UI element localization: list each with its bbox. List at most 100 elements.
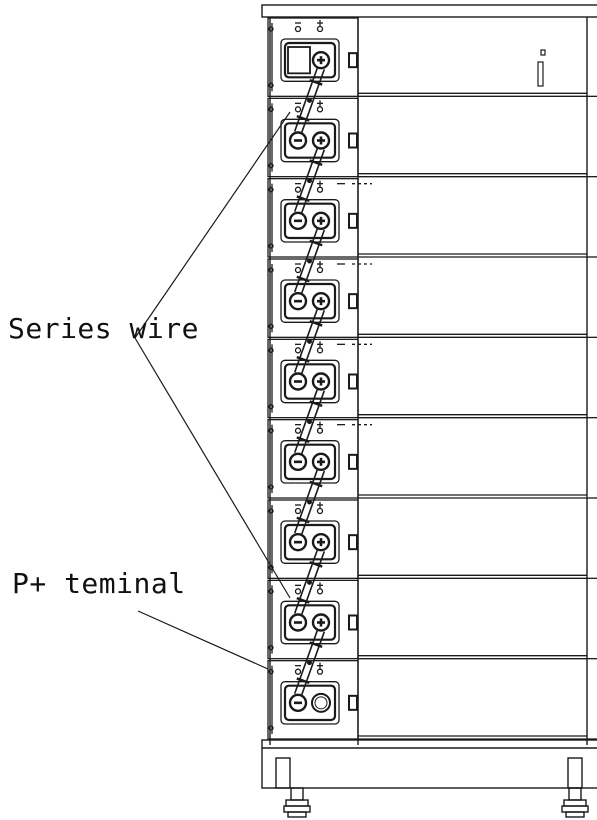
latch xyxy=(348,694,358,711)
terminal-indicator xyxy=(294,588,302,595)
series-wire-cable xyxy=(293,227,326,295)
leveling-foot-right xyxy=(561,787,589,818)
battery-module xyxy=(267,499,597,579)
series-wire-cable xyxy=(293,147,326,215)
terminal-indicator xyxy=(316,668,324,675)
mounting-screw xyxy=(268,26,274,32)
cable-edge xyxy=(300,390,326,456)
series-wire-cable xyxy=(293,66,326,134)
positive-terminal xyxy=(311,131,331,150)
latch xyxy=(348,453,358,470)
terminal-housing-inner xyxy=(283,523,337,561)
series-wire-cable xyxy=(293,548,326,616)
bms-display xyxy=(287,46,311,75)
positive-terminal xyxy=(311,211,331,231)
mounting-screw xyxy=(268,484,274,490)
terminal-housing-inner xyxy=(283,363,337,400)
negative-terminal xyxy=(288,372,308,391)
cable-edge xyxy=(293,66,319,132)
terminal-housing-inner xyxy=(283,282,337,320)
cable-midpoint xyxy=(307,660,312,666)
p-plus-terminal-inner xyxy=(314,696,328,710)
mounting-screw xyxy=(268,645,274,651)
cable-edge xyxy=(293,468,319,534)
cable-midpoint xyxy=(307,338,312,344)
cable-midpoint xyxy=(307,97,312,103)
negative-terminal xyxy=(288,291,308,311)
mounting-screw xyxy=(268,163,274,169)
battery-module xyxy=(267,338,597,419)
terminal-housing-inner xyxy=(283,443,337,481)
leader-p-plus xyxy=(137,610,269,670)
p-plus-terminal-label: P+ teminal xyxy=(12,567,186,600)
cable-edge xyxy=(300,149,326,215)
positive-terminal xyxy=(311,291,331,311)
terminal-indicator xyxy=(294,25,302,33)
negative-terminal xyxy=(288,532,308,552)
terminal-indicator xyxy=(294,427,302,434)
battery-module xyxy=(267,579,597,660)
mounting-screw xyxy=(268,323,274,329)
cable-sleeve xyxy=(296,114,310,122)
battery-module xyxy=(267,660,597,740)
terminal-indicator xyxy=(316,266,324,274)
cable-sleeve xyxy=(296,516,310,524)
terminal-housing xyxy=(280,681,340,725)
terminal-indicator xyxy=(316,347,324,354)
terminal-indicator xyxy=(316,507,324,515)
cable-sleeve xyxy=(296,195,310,203)
mounting-screw xyxy=(268,82,274,88)
cable-edge xyxy=(300,551,326,616)
series-wire-cable xyxy=(293,388,326,456)
latch xyxy=(348,534,358,551)
negative-terminal xyxy=(288,452,308,472)
mounting-screw xyxy=(268,347,274,353)
cable-sleeve xyxy=(309,480,323,488)
cable-edge xyxy=(293,147,319,212)
cable-edge xyxy=(293,548,319,614)
cable-edge xyxy=(300,631,326,697)
callout-leader-lines xyxy=(134,111,291,670)
positive-terminal xyxy=(311,452,331,472)
cable-sleeve xyxy=(309,159,323,167)
cable-sleeve xyxy=(309,400,323,408)
series-wire-label: Series wire xyxy=(8,312,199,345)
latch xyxy=(348,52,358,69)
rack-base xyxy=(261,739,597,789)
mounting-screw xyxy=(268,187,274,193)
positive-terminal xyxy=(311,372,331,391)
terminal-housing-inner xyxy=(283,41,337,79)
positive-terminal xyxy=(311,532,331,552)
terminal-indicator xyxy=(316,186,324,193)
cable-edge xyxy=(300,69,326,134)
terminal-housing-inner xyxy=(283,122,337,159)
mounting-screw xyxy=(268,428,274,434)
mounting-screw xyxy=(268,404,274,410)
latch xyxy=(348,132,358,149)
rack-frame xyxy=(261,4,597,745)
cable-sleeve xyxy=(309,78,323,86)
terminal-indicator xyxy=(316,106,324,113)
p-plus-terminal-socket xyxy=(311,692,331,713)
negative-terminal xyxy=(288,693,308,713)
battery-modules xyxy=(267,17,597,740)
mounting-screw xyxy=(268,508,274,514)
leader-series-bottom xyxy=(134,337,291,599)
cable-sleeve xyxy=(296,677,310,685)
terminal-indicator xyxy=(294,186,302,193)
latch xyxy=(348,293,358,310)
terminal-indicator xyxy=(294,668,302,675)
terminal-housing-inner xyxy=(283,202,337,240)
cable-sleeve xyxy=(296,596,310,604)
positive-terminal xyxy=(311,613,331,632)
leveling-feet xyxy=(283,787,589,818)
terminal-indicator xyxy=(316,25,324,33)
cable-edge xyxy=(300,229,326,295)
cable-sleeve xyxy=(296,275,310,283)
positive-terminal xyxy=(311,50,331,70)
battery-module xyxy=(267,419,597,499)
cable-midpoint xyxy=(307,579,312,585)
series-wire-cable xyxy=(293,468,326,536)
cable-sleeve xyxy=(309,560,323,568)
